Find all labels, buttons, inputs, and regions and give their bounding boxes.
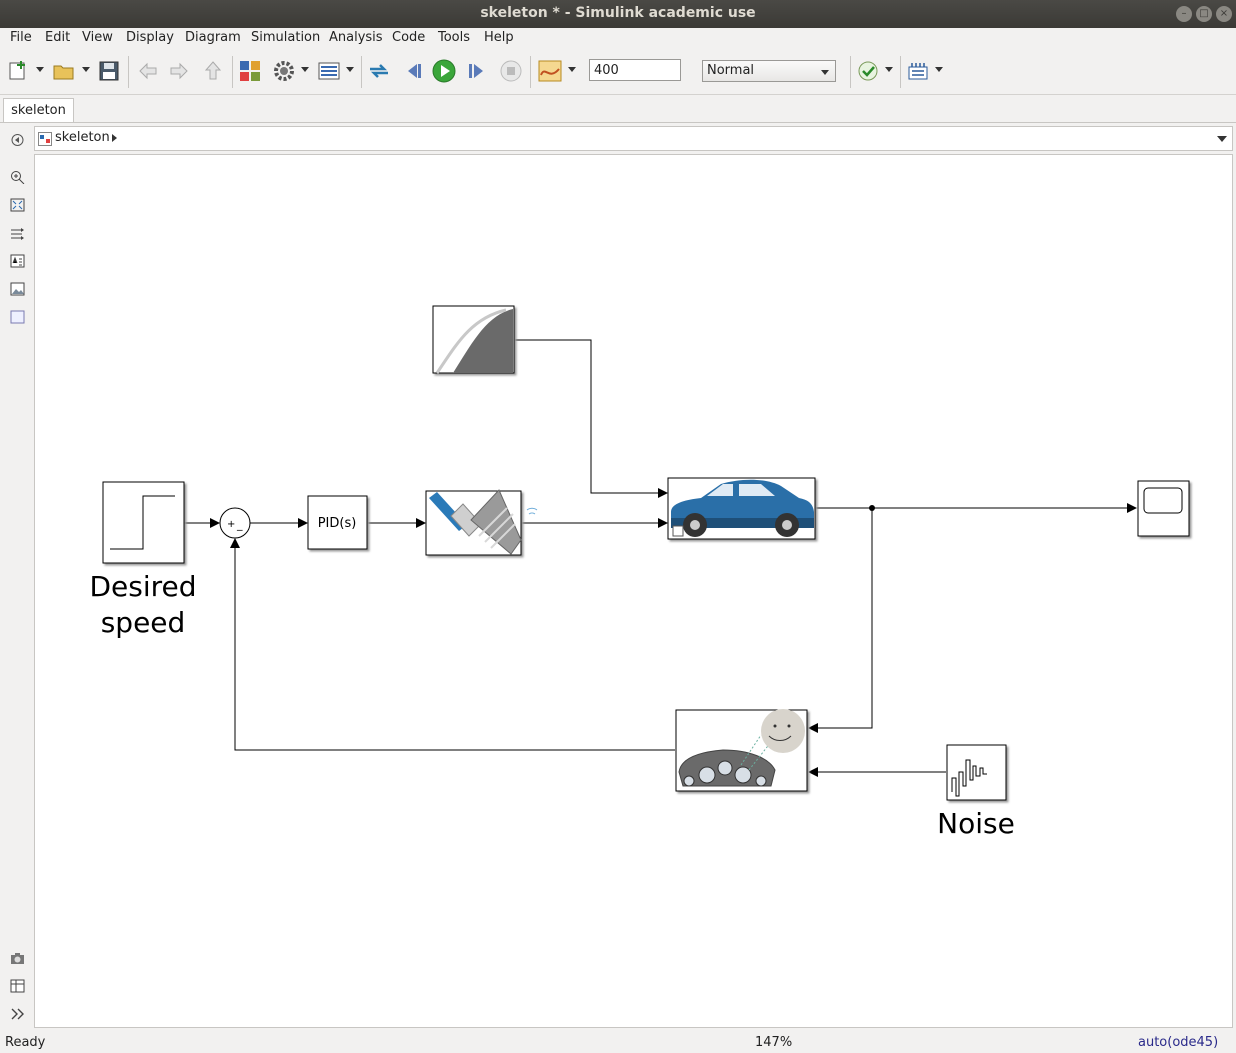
sum-block[interactable]	[219, 507, 251, 539]
sum-minus-sign: _	[236, 518, 243, 531]
toolbar-separator	[530, 56, 531, 88]
simulation-mode-value: Normal	[707, 63, 755, 78]
menu-file[interactable]: File	[10, 30, 32, 45]
signal-arrows-icon[interactable]	[10, 226, 25, 240]
forward-arrow-icon[interactable]	[167, 59, 191, 83]
stop-time-input[interactable]: 400	[589, 59, 681, 81]
stop-icon[interactable]	[499, 59, 523, 83]
zoom-icon[interactable]	[10, 170, 25, 184]
step-caption-line2[interactable]: speed	[101, 606, 186, 639]
step-forward-icon[interactable]	[465, 59, 489, 83]
update-diagram-icon[interactable]	[367, 59, 391, 83]
minimize-button[interactable]: –	[1176, 6, 1192, 22]
area-icon[interactable]	[10, 310, 25, 324]
menu-diagram[interactable]: Diagram	[185, 30, 241, 45]
status-zoom: 147%	[755, 1035, 793, 1050]
menu-help[interactable]: Help	[484, 30, 514, 45]
pid-label: PID(s)	[318, 516, 357, 531]
actuator-image-icon	[429, 489, 538, 555]
slope-curve-icon	[453, 309, 513, 373]
breadcrumb: skeleton	[34, 126, 1233, 151]
toolbar-separator	[361, 56, 362, 88]
tab-bar: skeleton	[0, 95, 1236, 123]
open-folder-icon[interactable]	[52, 59, 76, 83]
back-arrow-icon[interactable]	[136, 59, 160, 83]
breadcrumb-model[interactable]: skeleton	[55, 130, 110, 145]
model-explorer-icon[interactable]	[317, 59, 341, 83]
maximize-button[interactable]: □	[1196, 6, 1212, 22]
explorer-dropdown-icon[interactable]	[346, 67, 354, 72]
noise-waveform-icon	[951, 759, 987, 797]
toolbar-separator	[128, 56, 129, 88]
settings-gear-icon[interactable]	[272, 59, 296, 83]
menu-tools[interactable]: Tools	[438, 30, 471, 45]
block-diagram: Desired speed + _ PID(s)	[89, 305, 1190, 840]
step-waveform-icon	[110, 495, 175, 550]
status-state: Ready	[5, 1035, 46, 1050]
noise-caption[interactable]: Noise	[937, 807, 1015, 840]
settings-dropdown-icon[interactable]	[301, 67, 309, 72]
scope-screen-icon	[1143, 487, 1183, 514]
inspector-dropdown-icon[interactable]	[568, 67, 576, 72]
step-caption-line1[interactable]: Desired	[89, 570, 196, 603]
window-title: skeleton * - Simulink academic use	[480, 5, 756, 21]
save-icon[interactable]	[97, 59, 121, 83]
expand-chevron-icon[interactable]	[10, 1007, 25, 1021]
new-model-dropdown-icon[interactable]	[36, 67, 44, 72]
data-inspector-icon[interactable]	[538, 59, 562, 83]
menu-bar: File Edit View Display Diagram Simulatio…	[0, 28, 1236, 48]
pid-controller-block[interactable]	[307, 495, 368, 550]
menu-view[interactable]: View	[82, 30, 113, 45]
left-palette	[0, 123, 34, 1028]
build-dropdown-icon[interactable]	[935, 67, 943, 72]
model-advisor-check-icon[interactable]	[856, 59, 880, 83]
status-bar: Ready 147% auto(ode45)	[0, 1030, 1236, 1053]
toolbar-separator	[232, 56, 233, 88]
hide-explorer-icon[interactable]	[10, 133, 25, 147]
dashboard-face-icon	[678, 709, 805, 787]
car-icon	[671, 479, 814, 537]
sum-plus-sign: +	[227, 519, 235, 530]
screenshot-camera-icon[interactable]	[10, 951, 25, 965]
status-solver[interactable]: auto(ode45)	[1138, 1035, 1219, 1050]
signal-branch-to-sensor[interactable]	[808, 508, 873, 733]
toolbar-separator	[900, 56, 901, 88]
up-arrow-icon[interactable]	[201, 59, 225, 83]
diagram-canvas[interactable]: Desired speed + _ PID(s)	[34, 154, 1233, 1028]
step-back-icon[interactable]	[401, 59, 425, 83]
menu-edit[interactable]: Edit	[45, 30, 71, 45]
image-icon[interactable]	[10, 282, 25, 296]
toolbar	[0, 48, 1236, 95]
new-model-icon[interactable]	[7, 59, 31, 83]
chevron-down-icon	[821, 70, 829, 75]
signal-feedback[interactable]	[230, 538, 675, 751]
menu-simulation[interactable]: Simulation	[251, 30, 321, 45]
build-model-icon[interactable]	[906, 59, 930, 83]
menu-display[interactable]: Display	[126, 30, 174, 45]
toolbar-separator	[850, 56, 851, 88]
signal-slope-to-car[interactable]	[515, 339, 668, 498]
simulation-mode-select[interactable]: Normal	[702, 60, 836, 82]
library-browser-icon[interactable]	[238, 59, 262, 83]
branch-point	[869, 505, 875, 511]
run-icon[interactable]	[432, 59, 456, 83]
close-button[interactable]: ×	[1216, 6, 1232, 22]
menu-code[interactable]: Code	[392, 30, 426, 45]
model-icon	[38, 132, 52, 146]
slope-highlight-icon	[435, 308, 507, 374]
menu-analysis[interactable]: Analysis	[329, 30, 383, 45]
breadcrumb-dropdown-icon[interactable]	[1217, 136, 1227, 142]
annotation-icon[interactable]	[10, 254, 25, 268]
window-titlebar: skeleton * - Simulink academic use – □ ×	[0, 0, 1236, 28]
tab-skeleton[interactable]: skeleton	[3, 98, 74, 122]
open-dropdown-icon[interactable]	[82, 67, 90, 72]
advisor-dropdown-icon[interactable]	[885, 67, 893, 72]
chevron-right-icon	[112, 134, 117, 142]
property-inspector-icon[interactable]	[10, 979, 25, 993]
fit-to-view-icon[interactable]	[10, 198, 25, 212]
